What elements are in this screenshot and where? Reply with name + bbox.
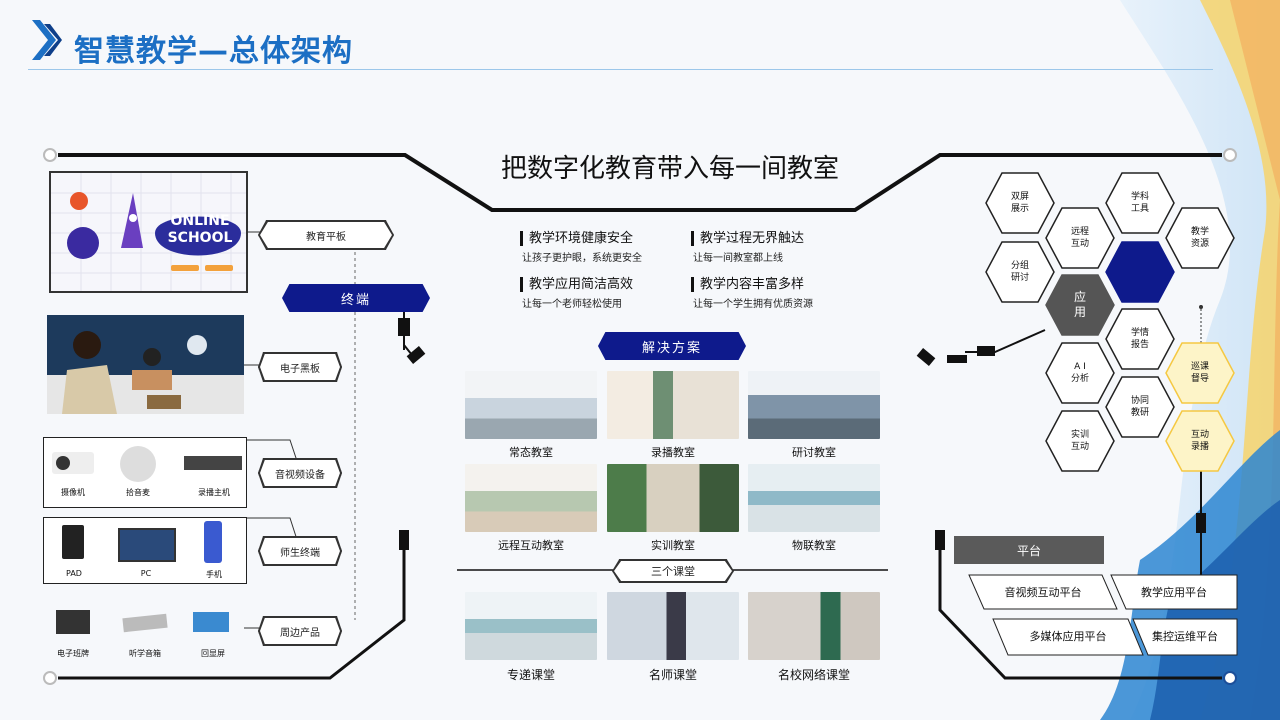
category-label: 教育平板 [306, 231, 346, 243]
category-blackboard: 电子黑板 [258, 352, 342, 382]
feature-1: 教学环境健康安全 让孩子更护眼，系统更安全 [520, 231, 690, 264]
device-label: 电子班牌 [57, 649, 89, 658]
category-terminals: 师生终端 [258, 536, 342, 566]
platform-label: 教学应用平台 [1141, 586, 1207, 599]
device-label: 摄像机 [61, 488, 85, 497]
category-label: 音视频设备 [275, 469, 325, 481]
course-caption: 名师课堂 [648, 668, 697, 682]
classroom-photo [465, 371, 597, 439]
classroom-caption: 常态教室 [509, 446, 553, 459]
feature-4: 教学内容丰富多样 让每一个学生拥有优质资源 [691, 277, 861, 310]
terminal-label: 终端 [282, 284, 430, 312]
platform-label: 集控运维平台 [1152, 630, 1218, 643]
classroom-caption: 物联教室 [792, 539, 836, 552]
solution-label: 解决方案 [598, 332, 746, 360]
course-caption: 专递课堂 [506, 668, 555, 682]
microphone-icon [120, 446, 156, 482]
course-photo [607, 592, 739, 660]
three-courses-label: 三个课堂 [612, 559, 734, 583]
class-board-icon [56, 610, 90, 634]
course-caption: 名校网络课堂 [777, 668, 850, 682]
title-divider [28, 69, 1213, 70]
category-label: 电子黑板 [280, 363, 320, 375]
device-label: 拾音麦 [126, 488, 150, 497]
phone-icon [204, 521, 222, 563]
recorder-icon [184, 456, 242, 470]
feature-3: 教学应用简洁高效 让每一个老师轻松使用 [520, 277, 690, 310]
page-title: 智慧教学—总体架构 [74, 34, 353, 69]
device-label: 手机 [206, 570, 222, 579]
course-photo [748, 592, 880, 660]
category-peripherals: 周边产品 [258, 616, 342, 646]
device-label: 录播主机 [198, 488, 230, 497]
device-label: PAD [66, 569, 82, 578]
category-label: 周边产品 [280, 627, 320, 639]
headline: 把数字化教育带入每一间教室 [500, 154, 839, 184]
device-label: 回显屏 [201, 649, 225, 658]
classroom-photo [607, 464, 739, 532]
platform-multimedia: 多媒体应用平台 [992, 618, 1144, 656]
feature-sub: 让每一间教室都上线 [693, 253, 783, 264]
course-photo [465, 592, 597, 660]
speaker-icon [122, 613, 168, 633]
feature-heading: 教学内容丰富多样 [691, 277, 861, 292]
camera-icon [52, 452, 94, 474]
online-school-image: ONLINE SCHOOL [49, 171, 248, 293]
device-label: PC [140, 569, 152, 578]
laptop-icon [118, 528, 176, 562]
display-icon [193, 612, 229, 632]
category-av: 音视频设备 [258, 458, 342, 488]
online-school-text: ONLINE SCHOOL [167, 213, 233, 246]
teacher-student-devices-box: PAD PC 手机 [43, 517, 247, 584]
platform-title: 平台 [954, 536, 1104, 564]
classroom-caption: 远程互动教室 [498, 539, 564, 552]
peripheral-devices: 电子班牌 听学音箱 回显屏 [43, 600, 245, 662]
feature-sub: 让每一个老师轻松使用 [522, 299, 622, 310]
platform-label: 音视频互动平台 [1004, 586, 1082, 599]
platform-ops-control: 集控运维平台 [1132, 618, 1238, 656]
tablet-icon [62, 525, 84, 559]
feature-heading: 教学应用简洁高效 [520, 277, 690, 292]
classroom-caption: 研讨教室 [792, 446, 836, 459]
feature-heading: 教学环境健康安全 [520, 231, 690, 246]
platform-teaching-app: 教学应用平台 [1110, 574, 1238, 610]
classroom-caption: 实训教室 [651, 539, 695, 552]
feature-heading: 教学过程无界触达 [691, 231, 861, 246]
av-devices-box: 摄像机 拾音麦 录播主机 [43, 437, 247, 508]
feature-sub: 让孩子更护眼，系统更安全 [522, 253, 642, 264]
feature-sub: 让每一个学生拥有优质资源 [693, 299, 813, 310]
classroom-caption: 录播教室 [651, 446, 695, 459]
classroom-photo [748, 464, 880, 532]
three-courses-text: 三个课堂 [651, 565, 695, 578]
classroom-photo [607, 371, 739, 439]
classroom-photo [465, 464, 597, 532]
classroom-photo [748, 371, 880, 439]
category-tablet: 教育平板 [258, 220, 394, 250]
device-label: 听学音箱 [129, 649, 161, 658]
category-label: 师生终端 [280, 547, 320, 559]
blackboard-image [47, 315, 244, 414]
feature-2: 教学过程无界触达 让每一间教室都上线 [691, 231, 861, 264]
platform-av-interaction: 音视频互动平台 [968, 574, 1118, 610]
platform-label: 多媒体应用平台 [1029, 630, 1107, 643]
